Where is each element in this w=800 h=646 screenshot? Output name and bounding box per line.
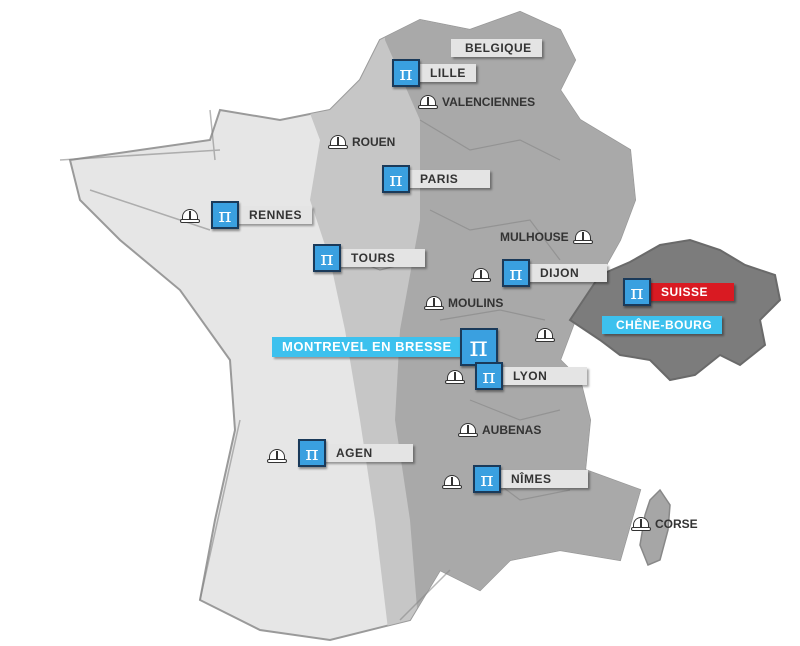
office-chene-bourg[interactable]: CHÊNE-BOURG: [602, 314, 723, 336]
helmet-icon: [424, 296, 444, 310]
helmet-icon: [267, 449, 287, 463]
site-label: AUBENAS: [482, 423, 542, 437]
switzerland-shape: [568, 238, 782, 382]
site-lyon-helmet: [445, 370, 465, 384]
pi-icon: π: [313, 244, 341, 272]
agency-lyon[interactable]: π LYON: [475, 362, 588, 390]
site-moulins[interactable]: MOULINS: [424, 296, 503, 310]
agency-agen[interactable]: π AGEN: [298, 439, 413, 467]
helmet-icon: [535, 328, 555, 342]
belgique-label: BELGIQUE: [451, 39, 542, 57]
agency-label: AGEN: [322, 444, 413, 462]
agency-label: LILLE: [416, 64, 476, 82]
site-mulhouse[interactable]: MULHOUSE: [500, 230, 593, 244]
site-montrevel-helmet: [535, 328, 555, 342]
pi-icon: π: [473, 465, 501, 493]
agency-label: SUISSE: [647, 283, 735, 301]
site-rouen[interactable]: ROUEN: [328, 135, 395, 149]
agency-label: PARIS: [406, 170, 491, 188]
site-label: MOULINS: [448, 296, 504, 310]
site-agen-helmet: [267, 449, 287, 463]
helmet-icon: [631, 517, 651, 531]
site-valenciennes[interactable]: VALENCIENNES: [418, 95, 535, 109]
agency-label: TOURS: [337, 249, 426, 267]
pi-icon: π: [382, 165, 410, 193]
site-label: VALENCIENNES: [442, 95, 536, 109]
pi-icon: π: [392, 59, 420, 87]
helmet-icon: [458, 423, 478, 437]
site-corse[interactable]: CORSE: [631, 517, 698, 531]
pi-icon: π: [623, 278, 651, 306]
helmet-icon: [471, 268, 491, 282]
agency-label: MONTREVEL EN BRESSE: [272, 337, 462, 357]
agency-rennes[interactable]: π RENNES: [211, 201, 313, 229]
helmet-icon: [445, 370, 465, 384]
helmet-icon: [442, 475, 462, 489]
helmet-icon: [328, 135, 348, 149]
chene-bourg-label: CHÊNE-BOURG: [602, 316, 723, 334]
pi-icon: π: [211, 201, 239, 229]
site-rennes-helmet: [180, 209, 200, 223]
agency-label: DIJON: [526, 264, 608, 282]
pi-icon: π: [459, 328, 498, 366]
site-label: MULHOUSE: [500, 230, 569, 244]
agency-label: NÎMES: [497, 470, 588, 488]
helmet-icon: [572, 230, 593, 244]
site-dijon-helmet: [471, 268, 491, 282]
site-label: CORSE: [655, 517, 698, 531]
agency-suisse[interactable]: π SUISSE: [623, 278, 735, 306]
corse-shape: [639, 488, 671, 566]
agency-nimes[interactable]: π NÎMES: [473, 465, 588, 493]
site-aubenas[interactable]: AUBENAS: [458, 423, 541, 437]
agency-montrevel-en-bresse[interactable]: MONTREVEL EN BRESSE π: [272, 328, 498, 366]
helmet-icon: [180, 209, 200, 223]
helmet-icon: [418, 95, 438, 109]
agency-label: RENNES: [235, 206, 313, 224]
site-nimes-helmet: [442, 475, 462, 489]
site-label: ROUEN: [352, 135, 396, 149]
agency-tours[interactable]: π TOURS: [313, 244, 426, 272]
agency-label: LYON: [499, 367, 588, 385]
country-label-belgique: BELGIQUE: [451, 37, 542, 59]
pi-icon: π: [298, 439, 326, 467]
agency-paris[interactable]: π PARIS: [382, 165, 491, 193]
pi-icon: π: [502, 259, 530, 287]
agency-dijon[interactable]: π DIJON: [502, 259, 608, 287]
agency-lille[interactable]: π LILLE: [392, 59, 476, 87]
pi-icon: π: [475, 362, 503, 390]
